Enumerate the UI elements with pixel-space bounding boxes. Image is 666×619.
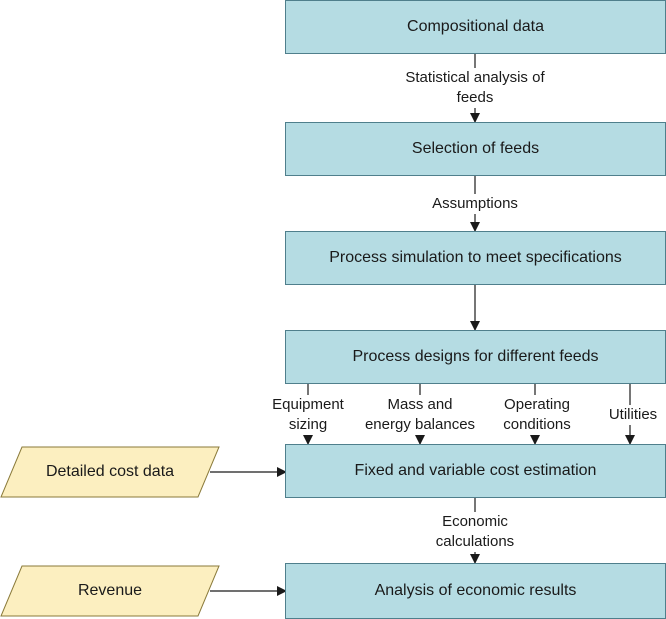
mass-line1: Mass and [387,396,453,413]
operating-conditions-label: Operating conditions [503,395,571,435]
economic-line1: Economic [442,513,508,530]
equipment-line1: Equipment [272,396,344,413]
process-simulation-box: Process simulation to meet specification… [285,231,666,285]
statistical-analysis-line1: Statistical analysis of [405,69,545,86]
revenue-input: Revenue [0,565,220,617]
economic-line2: calculations [435,533,515,550]
selection-of-feeds-box: Selection of feeds [285,122,666,176]
selection-of-feeds-label: Selection of feeds [411,140,540,157]
utilities-label: Utilities [608,405,658,425]
economic-calculations-label: Economic calculations [435,512,515,552]
statistical-analysis-label: Statistical analysis of feeds [405,68,545,108]
process-simulation-label: Process simulation to meet specification… [329,249,622,266]
cost-estimation-box: Fixed and variable cost estimation [285,444,666,498]
detailed-cost-data-label: Detailed cost data [45,463,175,480]
mass-line2: energy balances [364,416,476,433]
process-designs-box: Process designs for different feeds [285,330,666,384]
equipment-sizing-label: Equipment sizing [272,395,344,435]
economic-results-box: Analysis of economic results [285,563,666,619]
mass-energy-label: Mass and energy balances [364,395,476,435]
assumptions-text: Assumptions [432,195,518,212]
compositional-data-box: Compositional data [285,0,666,54]
compositional-data-label: Compositional data [407,18,544,35]
detailed-cost-data-input: Detailed cost data [0,446,220,498]
assumptions-label: Assumptions [432,194,518,214]
revenue-label: Revenue [77,582,143,599]
cost-estimation-label: Fixed and variable cost estimation [354,462,597,479]
economic-results-label: Analysis of economic results [374,582,577,599]
operating-line1: Operating [504,396,570,413]
statistical-analysis-line2: feeds [456,89,494,106]
process-designs-label: Process designs for different feeds [352,348,599,365]
operating-line2: conditions [503,416,571,433]
equipment-line2: sizing [288,416,328,433]
utilities-text: Utilities [608,406,658,423]
